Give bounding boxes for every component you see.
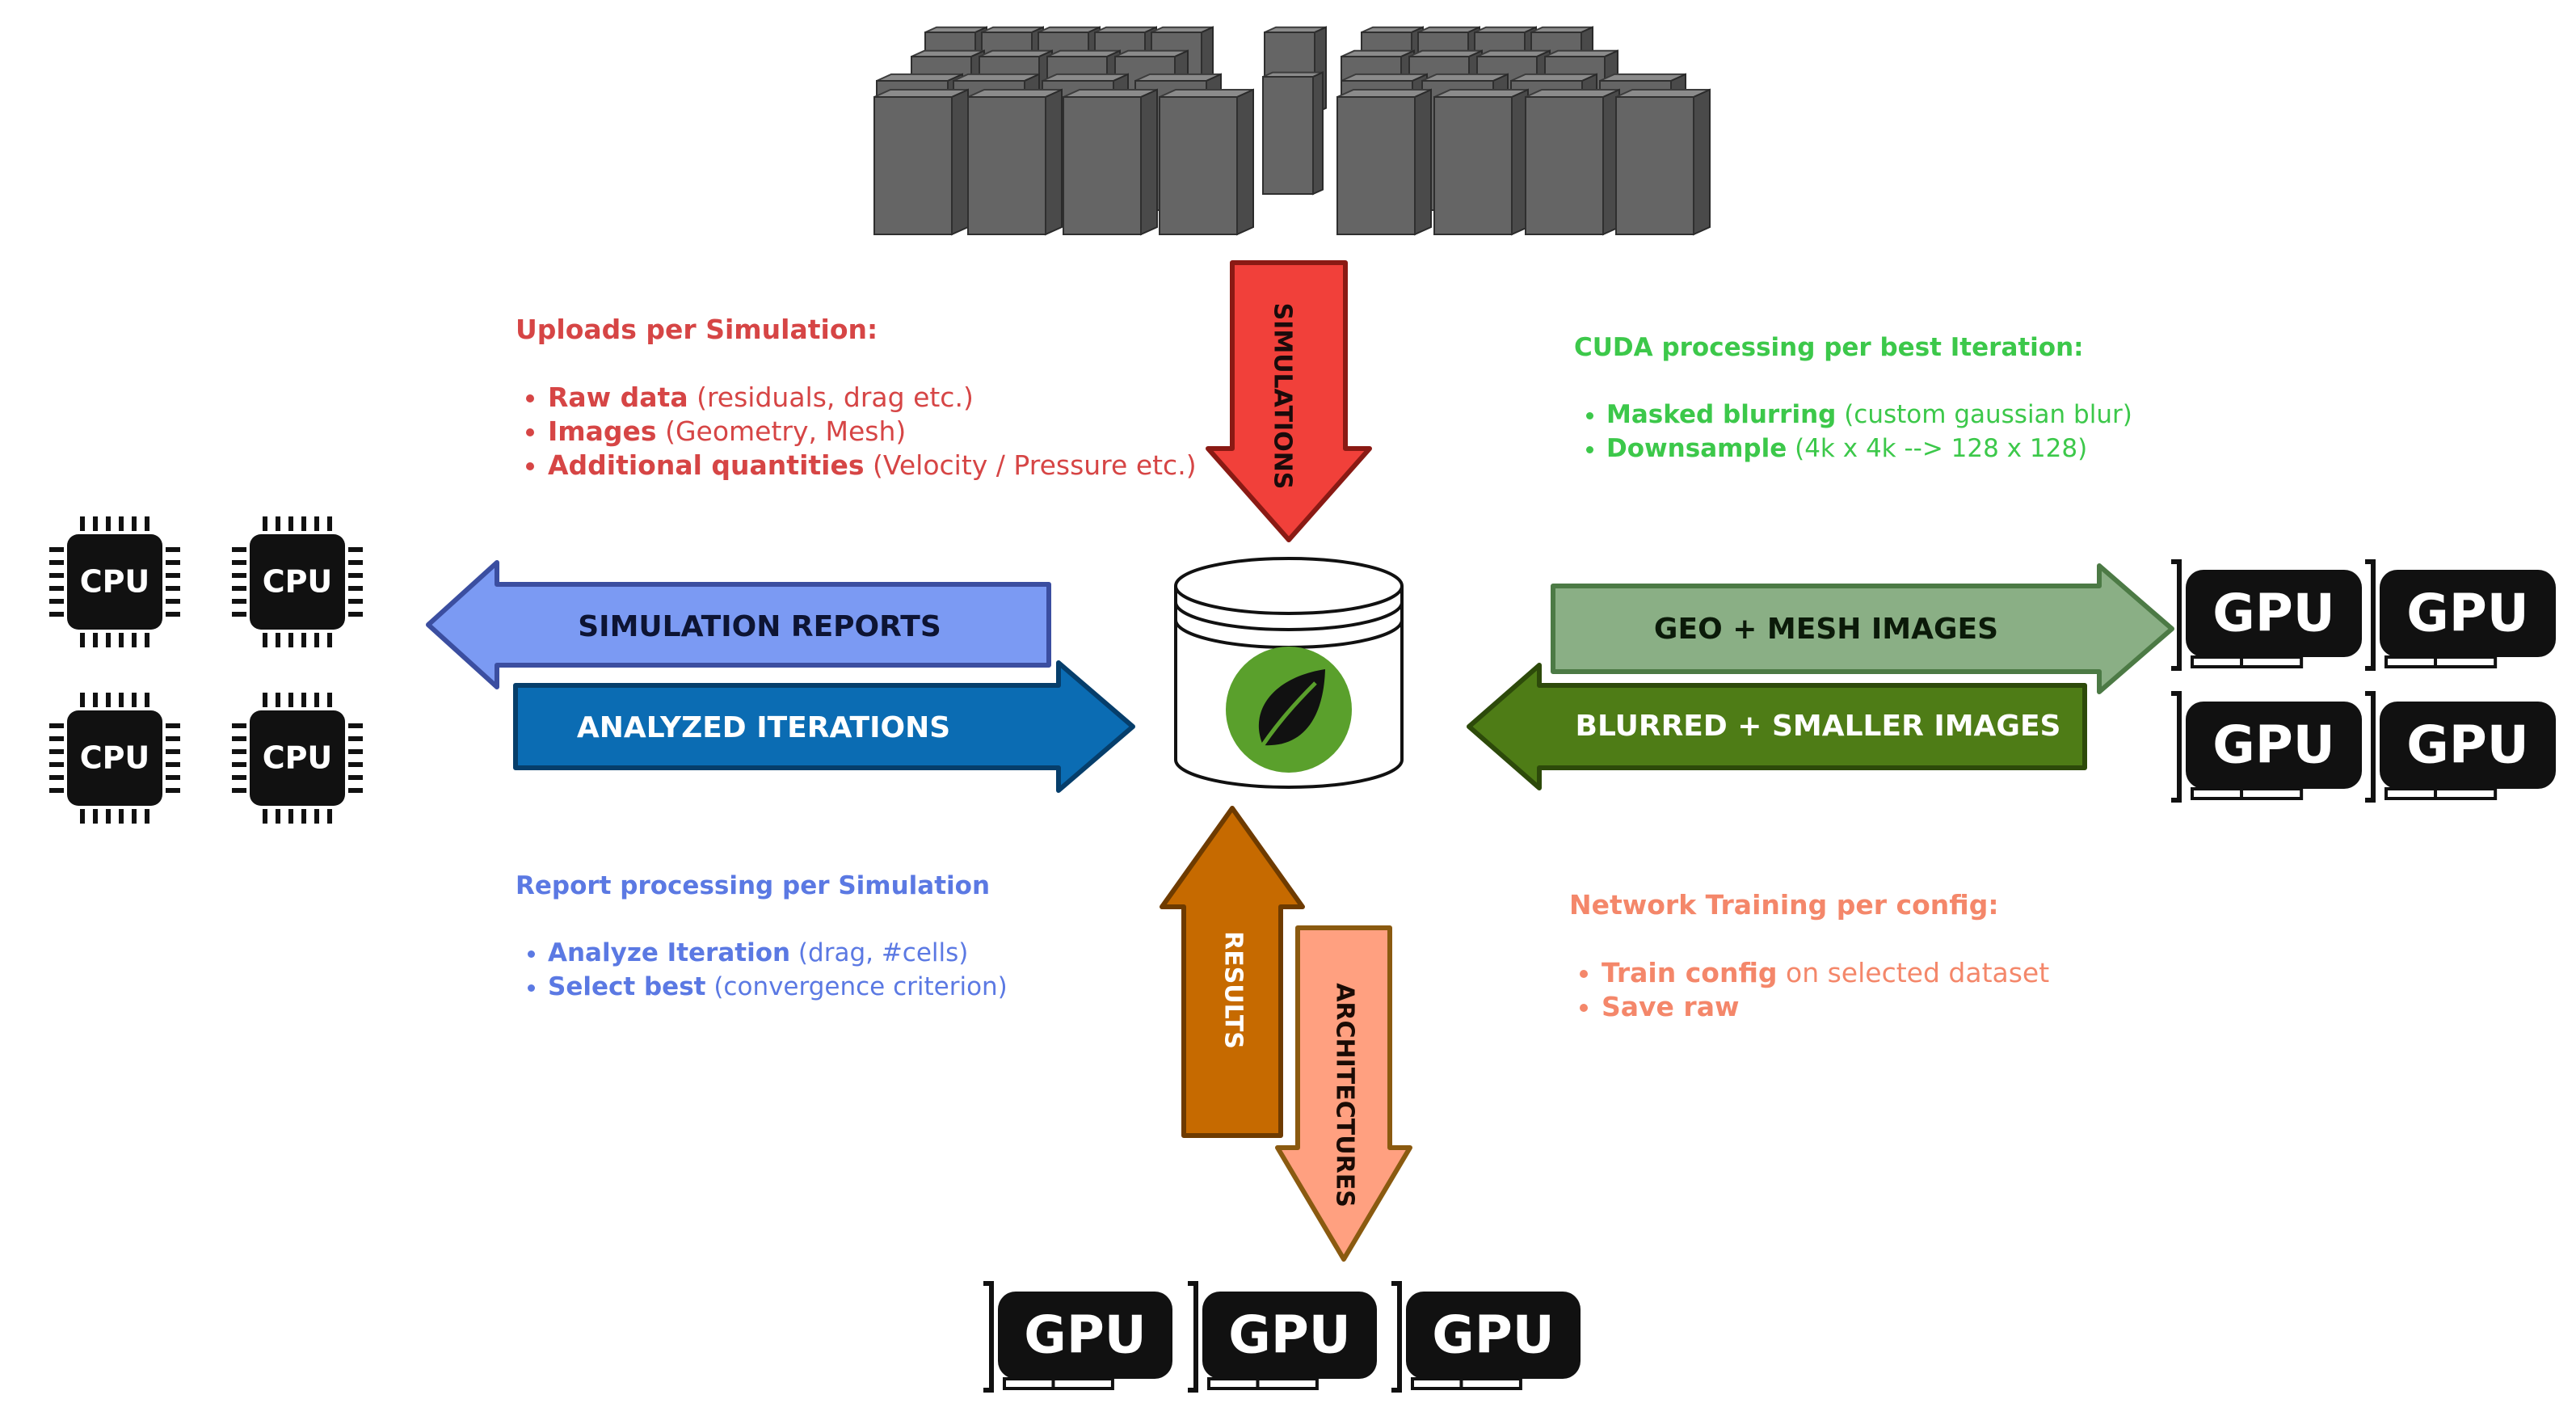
gpu-label: GPU <box>2212 716 2334 776</box>
report-panel-title: Report processing per Simulation <box>516 871 991 900</box>
gpu-label: GPU <box>2212 584 2334 644</box>
cuda-panel: CUDA processing per best Iteration: Mask… <box>1574 333 2132 466</box>
cpu-chip-icon: CPU <box>49 516 180 647</box>
gpu-card-icon: GPU <box>983 1281 1172 1393</box>
cpu-label: CPU <box>80 564 150 600</box>
cpu-chip-icon: CPU <box>232 693 363 824</box>
network-panel-title: Network Training per config: <box>1569 889 1999 921</box>
gpu-card-icon: GPU <box>2171 691 2362 803</box>
report-list: Analyze Iteration (drag, #cells) Select … <box>516 936 1008 1004</box>
gpu-label: GPU <box>2406 584 2528 644</box>
network-list: Train config on selected dataset Save ra… <box>1569 956 2049 1024</box>
gpu-card-icon: GPU <box>1391 1281 1581 1393</box>
architectures-arrow: ARCHITECTURES <box>1275 925 1412 1262</box>
report-panel: Report processing per Simulation Analyze… <box>516 871 1008 1004</box>
list-item: Downsample (4k x 4k --> 128 x 128) <box>1606 432 2132 466</box>
uploads-list: Raw data (residuals, drag etc.) Images (… <box>516 381 1197 483</box>
cpu-label: CPU <box>80 740 150 776</box>
gpu-label: GPU <box>1432 1306 1554 1366</box>
simulations-arrow: SIMULATIONS <box>1206 260 1372 542</box>
cpu-label: CPU <box>263 740 333 776</box>
leaf-icon <box>1255 669 1325 755</box>
network-panel: Network Training per config: Train confi… <box>1569 889 2049 1024</box>
simulation-reports-arrow-label: SIMULATION REPORTS <box>578 610 941 643</box>
architectures-arrow-label: ARCHITECTURES <box>1331 983 1359 1207</box>
uploads-panel: Uploads per Simulation: Raw data (residu… <box>516 314 1197 483</box>
list-item: Analyze Iteration (drag, #cells) <box>548 936 1008 970</box>
blurred-images-arrow-label: BLURRED + SMALLER IMAGES <box>1576 710 2061 743</box>
cuda-list: Masked blurring (custom gaussian blur) D… <box>1574 398 2132 466</box>
list-item: Train config on selected dataset <box>1602 956 2049 990</box>
gpu-card-icon: GPU <box>1188 1281 1377 1393</box>
gpu-card-icon: GPU <box>2171 559 2362 671</box>
gpu-label: GPU <box>1228 1306 1350 1366</box>
gpu-card-icon: GPU <box>2365 559 2556 671</box>
cpu-chip-group: CPU CPU CPU CPU <box>49 516 363 824</box>
simulation-reports-arrow: SIMULATION REPORTS <box>426 560 1051 689</box>
analyzed-iterations-arrow: ANALYZED ITERATIONS <box>513 660 1135 793</box>
geo-mesh-images-arrow-label: GEO + MESH IMAGES <box>1654 613 1998 646</box>
gpu-label: GPU <box>1024 1306 1146 1366</box>
list-item: Save raw <box>1602 990 2049 1024</box>
uploads-panel-title: Uploads per Simulation: <box>516 314 878 345</box>
cpu-chip-icon: CPU <box>232 516 363 647</box>
blurred-images-arrow: BLURRED + SMALLER IMAGES <box>1467 663 2087 790</box>
list-item: Images (Geometry, Mesh) <box>548 415 1197 449</box>
gpu-label: GPU <box>2406 716 2528 776</box>
results-arrow: RESULTS <box>1160 806 1305 1138</box>
geo-mesh-images-arrow: GEO + MESH IMAGES <box>1551 563 2174 694</box>
simulations-arrow-label: SIMULATIONS <box>1269 303 1297 490</box>
list-item: Masked blurring (custom gaussian blur) <box>1606 398 2132 432</box>
gpu-card-icon: GPU <box>2365 691 2556 803</box>
list-item: Raw data (residuals, drag etc.) <box>548 381 1197 415</box>
results-arrow-label: RESULTS <box>1219 931 1248 1049</box>
cpu-chip-icon: CPU <box>49 693 180 824</box>
server-rack-icon <box>873 26 1711 236</box>
cuda-panel-title: CUDA processing per best Iteration: <box>1574 333 2084 362</box>
cpu-label: CPU <box>263 564 333 600</box>
mongodb-database-icon <box>1174 557 1404 789</box>
list-item: Select best (convergence criterion) <box>548 970 1008 1004</box>
list-item: Additional quantities (Velocity / Pressu… <box>548 449 1197 483</box>
gpu-card-group: GPU GPU GPU GPU GPU GPU GPU <box>983 559 2556 1393</box>
analyzed-iterations-arrow-label: ANALYZED ITERATIONS <box>577 711 950 744</box>
